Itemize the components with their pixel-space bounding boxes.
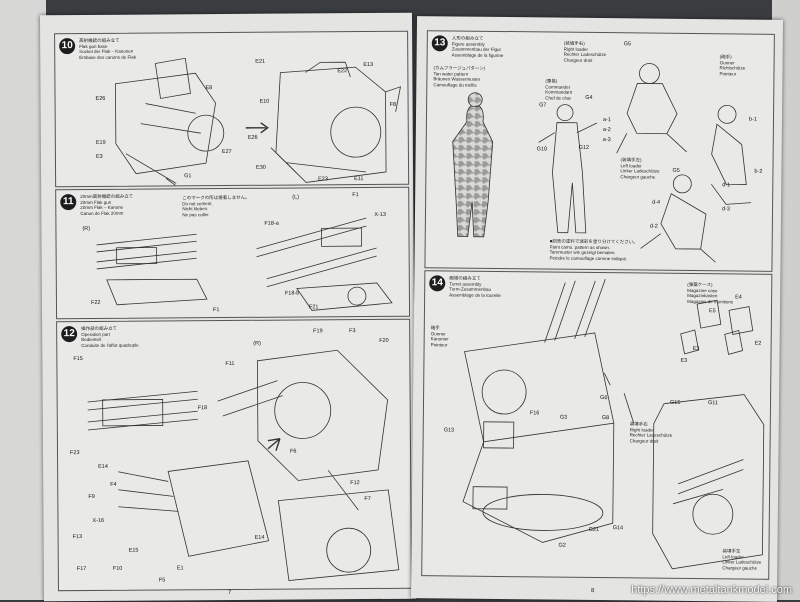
part-label: E26 <box>247 134 258 141</box>
part-label: F1 <box>213 307 220 314</box>
part-label: a-3 <box>602 137 611 144</box>
part-label: d-2 <box>649 223 658 230</box>
part-label: E10 <box>259 98 270 105</box>
part-label: G10 <box>536 146 548 153</box>
instruction-page-left: 10 高射機銃の組み立て Flak gun base Sockel der Fl… <box>39 12 417 602</box>
part-label: G6 <box>600 395 608 402</box>
part-label: G13 <box>443 427 455 434</box>
part-label: F21 <box>308 304 319 311</box>
part-label: E14 <box>98 463 108 470</box>
part-label: (R) <box>253 340 261 347</box>
part-label: G14 <box>612 525 624 532</box>
part-label: E3 <box>692 346 700 353</box>
part-label: X-13 <box>374 211 387 218</box>
part-label: E15 <box>128 547 139 554</box>
part-label: G21 <box>588 526 600 534</box>
part-label: b-2 <box>754 168 763 175</box>
part-label: E5 <box>708 308 716 315</box>
part-label: F15 <box>73 356 83 363</box>
part-label: E19 <box>95 139 106 146</box>
part-label: X-16 <box>92 517 105 524</box>
part-label: F18-b <box>284 290 300 297</box>
part-label: E1 <box>176 565 184 572</box>
part-label: F20 <box>379 337 389 344</box>
part-label: d-3 <box>722 206 731 213</box>
part-label: a-2 <box>602 127 611 134</box>
part-label: F23 <box>69 450 80 457</box>
watermark-url: https://www.metaltankmodel.com <box>631 584 792 596</box>
part-label: F3 <box>349 328 356 335</box>
part-label: E14 <box>254 534 265 541</box>
part-label: d-1 <box>722 182 731 189</box>
part-label: E26 <box>95 95 106 102</box>
part-label: F18-a <box>264 220 279 227</box>
turret-assembly-sketch <box>462 278 765 570</box>
part-label: G3 <box>559 414 568 421</box>
part-label: G5 <box>623 41 632 48</box>
part-label: E8 <box>205 85 213 92</box>
part-label: F9 <box>88 493 95 500</box>
part-label: E27 <box>221 148 232 156</box>
part-label: F12 <box>350 480 360 487</box>
part-label: F10 <box>112 565 123 572</box>
part-label: F1 <box>352 192 359 199</box>
part-label: G8 <box>601 415 610 422</box>
page-number-right: 8 <box>591 587 595 594</box>
camo-paint-note: ■別売の塗料で迷彩を塗り分けてください。 Paint camo. pattern… <box>549 238 638 262</box>
part-label: E30 <box>256 164 266 171</box>
part-label: G11 <box>707 400 719 407</box>
flak-gun-base-sketch <box>115 57 401 187</box>
part-label: F13 <box>72 534 83 541</box>
instruction-page-right: 13 人形の組み立て Figure assembly Zusammenbau d… <box>410 16 784 602</box>
part-label: E2 <box>754 340 762 347</box>
part-label: E4 <box>735 294 742 301</box>
page-number-left: 7 <box>227 589 232 597</box>
part-label: F8 <box>389 101 397 108</box>
part-label: E23 <box>318 176 328 183</box>
part-label: G7 <box>539 102 547 109</box>
part-label: F7 <box>364 496 371 503</box>
step-14-panel: 14 砲塔の組み立て Turret assembly Turm-Zusammen… <box>421 270 773 580</box>
step-13-panel: 13 人形の組み立て Figure assembly Zusammenbau d… <box>424 30 775 272</box>
part-label: F17 <box>76 565 87 573</box>
part-label: F16 <box>529 410 540 417</box>
flak-gun-sketch <box>96 217 393 311</box>
part-label: G4 <box>585 94 593 101</box>
part-label: G5 <box>672 167 680 174</box>
step-10-panel: 10 高射機銃の組み立て Flak gun base Sockel der Fl… <box>54 30 410 188</box>
part-label: E3 <box>95 153 103 160</box>
part-label: E22 <box>337 68 348 75</box>
part-label: G2 <box>558 542 566 549</box>
background-page-left-edge <box>0 0 46 600</box>
part-label: b-1 <box>748 116 757 123</box>
part-label: F6 <box>289 448 297 455</box>
part-label: E3 <box>680 357 688 364</box>
part-label: d-4 <box>652 199 661 206</box>
part-label: E13 <box>363 61 374 69</box>
step-11-panel: 11 20mm高射機銃の組み立て 20mm Flak gun 20mm Flak… <box>55 186 411 320</box>
part-label: F19 <box>313 328 323 335</box>
part-label: G15 <box>669 399 681 406</box>
part-label: (R) <box>82 225 91 233</box>
part-label: a-1 <box>602 117 611 124</box>
figures-sketch <box>452 63 752 263</box>
part-label: (L) <box>292 194 299 201</box>
part-label: F22 <box>90 299 101 306</box>
part-label: E21 <box>255 58 266 65</box>
part-label: F5 <box>158 577 166 584</box>
part-label: G12 <box>578 144 590 151</box>
part-label: F4 <box>110 481 117 488</box>
operation-part-sketch <box>87 349 400 582</box>
part-label: G1 <box>184 173 192 180</box>
part-label: E11 <box>354 176 364 183</box>
part-label: F18 <box>197 405 208 412</box>
step-12-panel: 12 操作部の組み立て Operation part Bedienteil Co… <box>56 318 412 592</box>
part-label: F11 <box>225 360 235 368</box>
